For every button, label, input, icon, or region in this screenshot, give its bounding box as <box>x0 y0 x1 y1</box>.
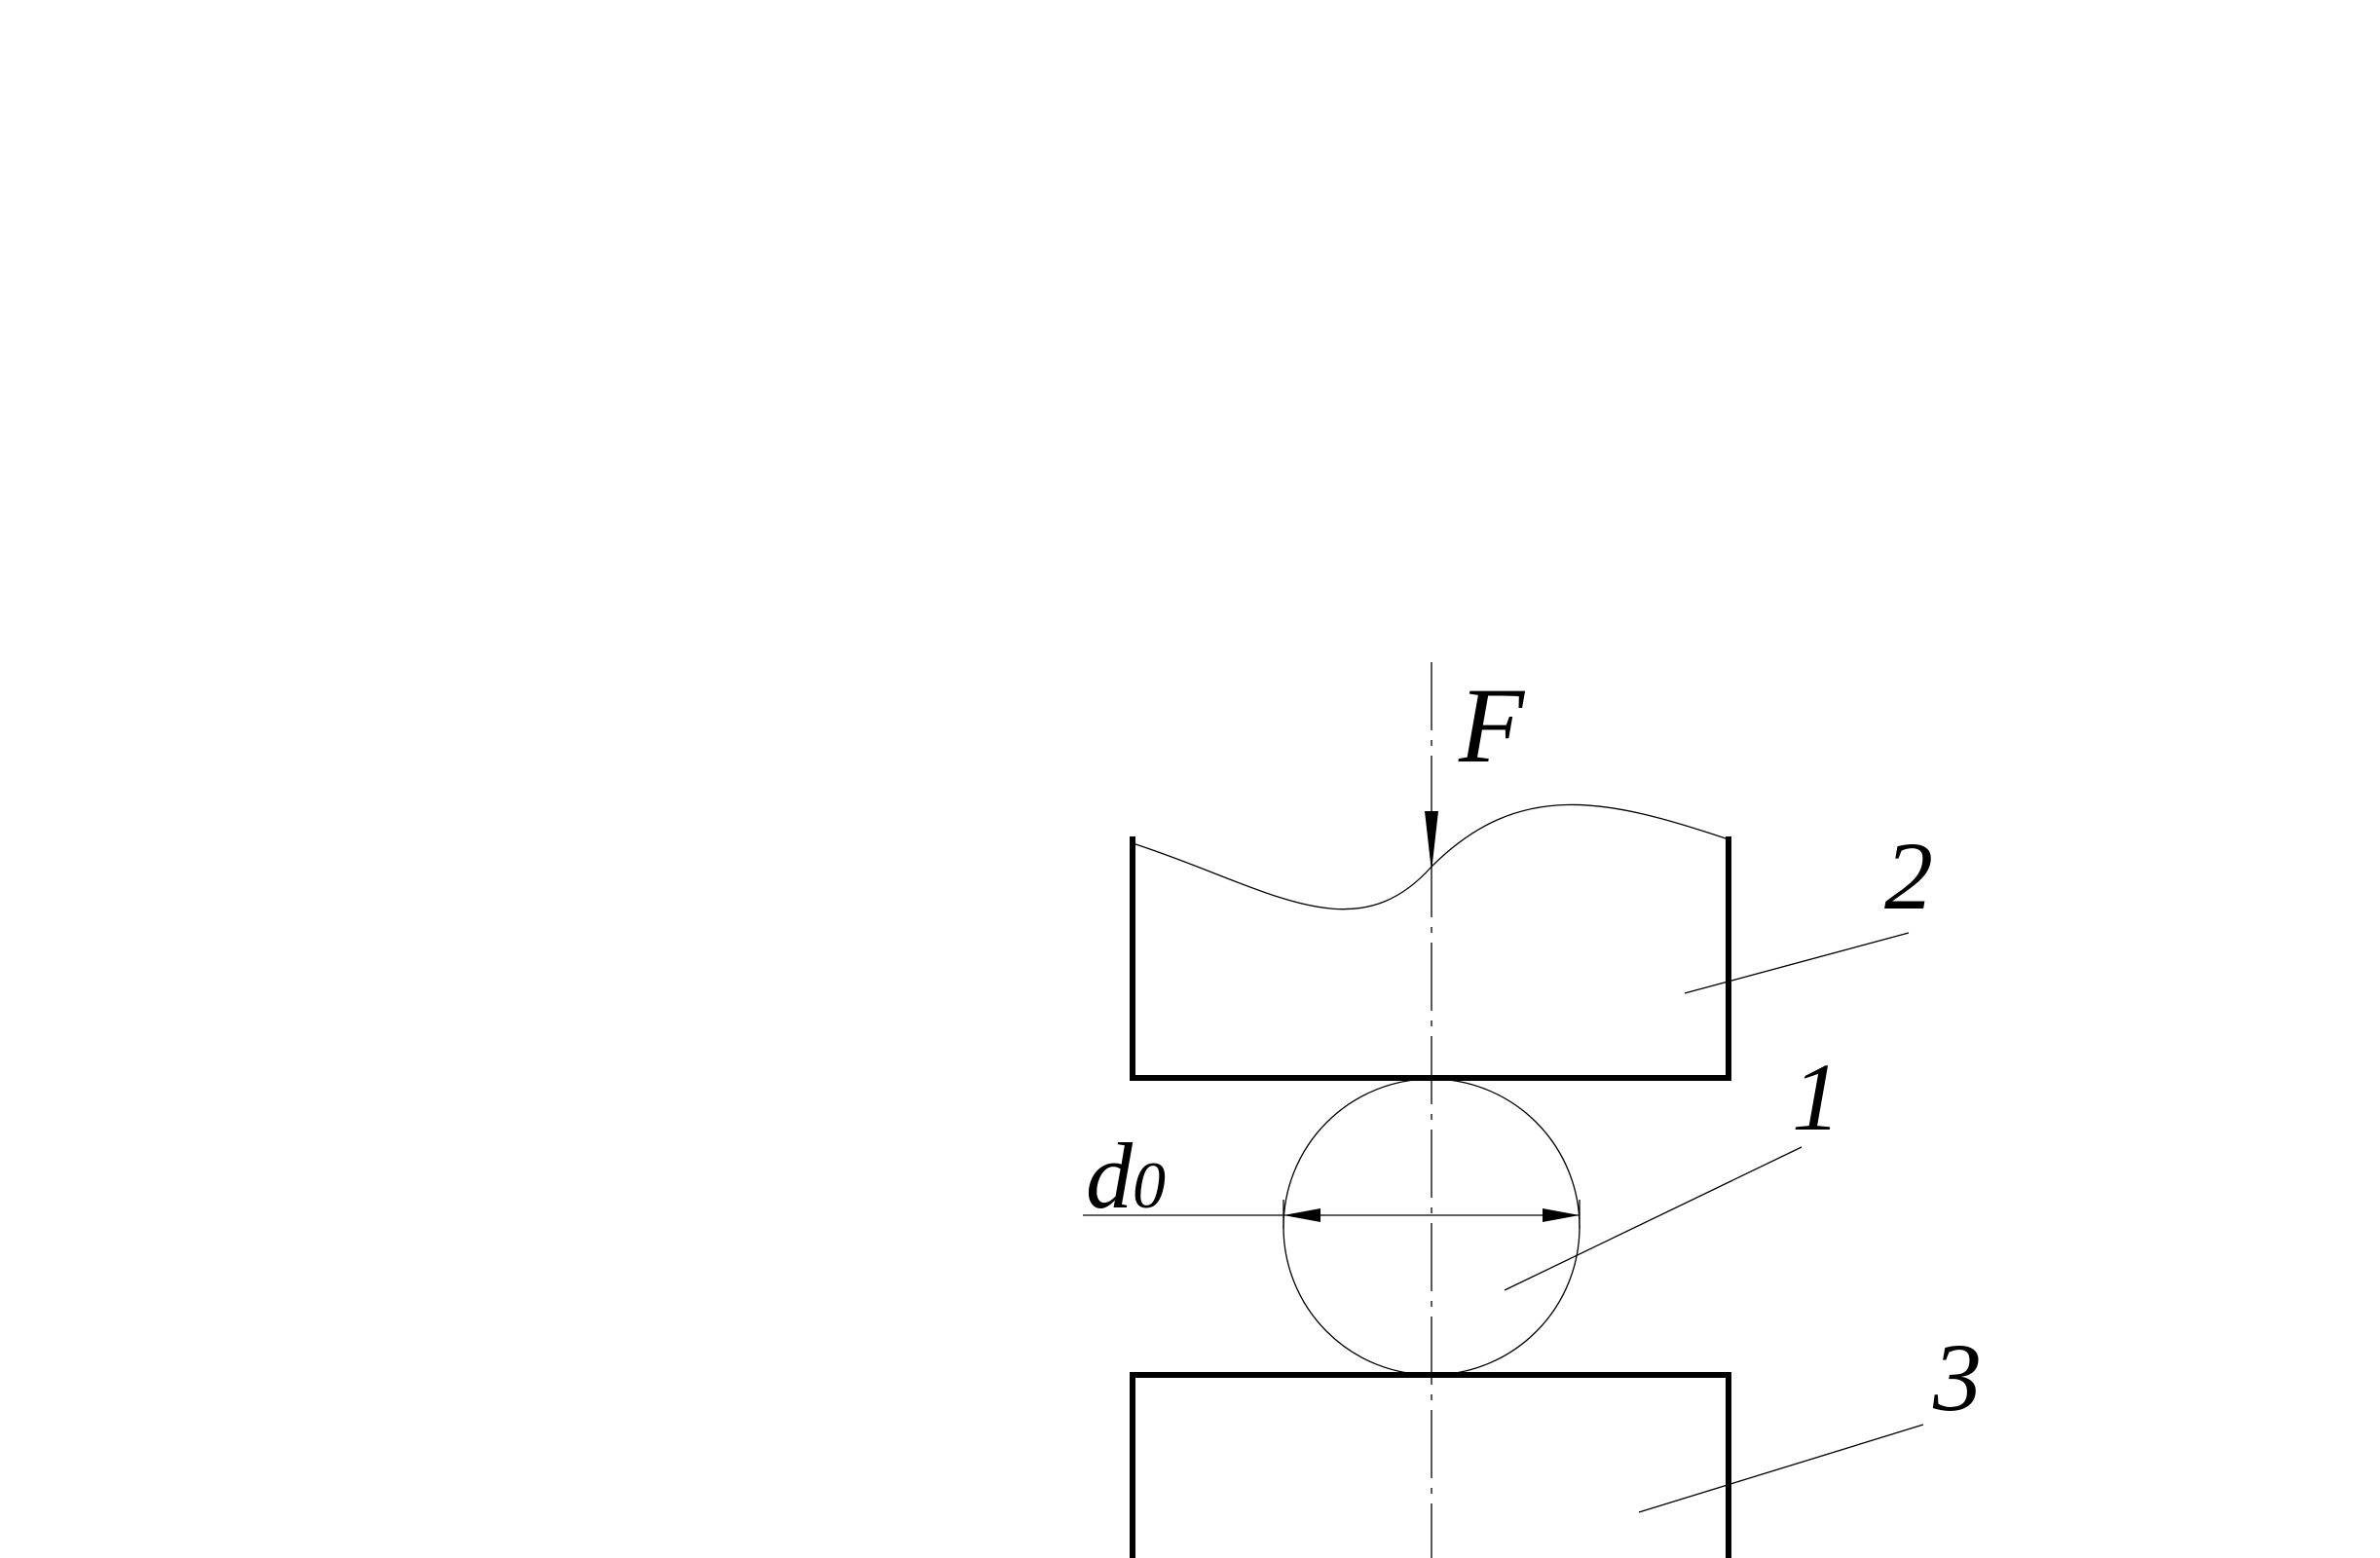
part-label-1: 1 <box>1792 1043 1841 1151</box>
part-label-3: 3 <box>1932 1323 1982 1431</box>
force-arrowhead <box>1425 811 1438 872</box>
diameter-label-subscript: 0 <box>1133 1148 1166 1222</box>
leader-line-part-3 <box>1638 1424 1924 1513</box>
leader-line-part-1 <box>1504 1146 1803 1291</box>
leader-line-part-2 <box>1684 932 1910 994</box>
diameter-label: d0 <box>1086 1124 1166 1228</box>
force-label: F <box>1458 666 1526 785</box>
upper-plate-break-line <box>1132 803 1729 910</box>
part-label-2: 2 <box>1884 822 1933 930</box>
diameter-arrowhead-left <box>1283 1208 1320 1222</box>
diameter-label-main: d <box>1086 1124 1134 1228</box>
diameter-arrowhead-right <box>1543 1208 1580 1222</box>
upper-plate-outline <box>1130 836 1731 1081</box>
lower-plate-outline <box>1130 1372 1731 1558</box>
